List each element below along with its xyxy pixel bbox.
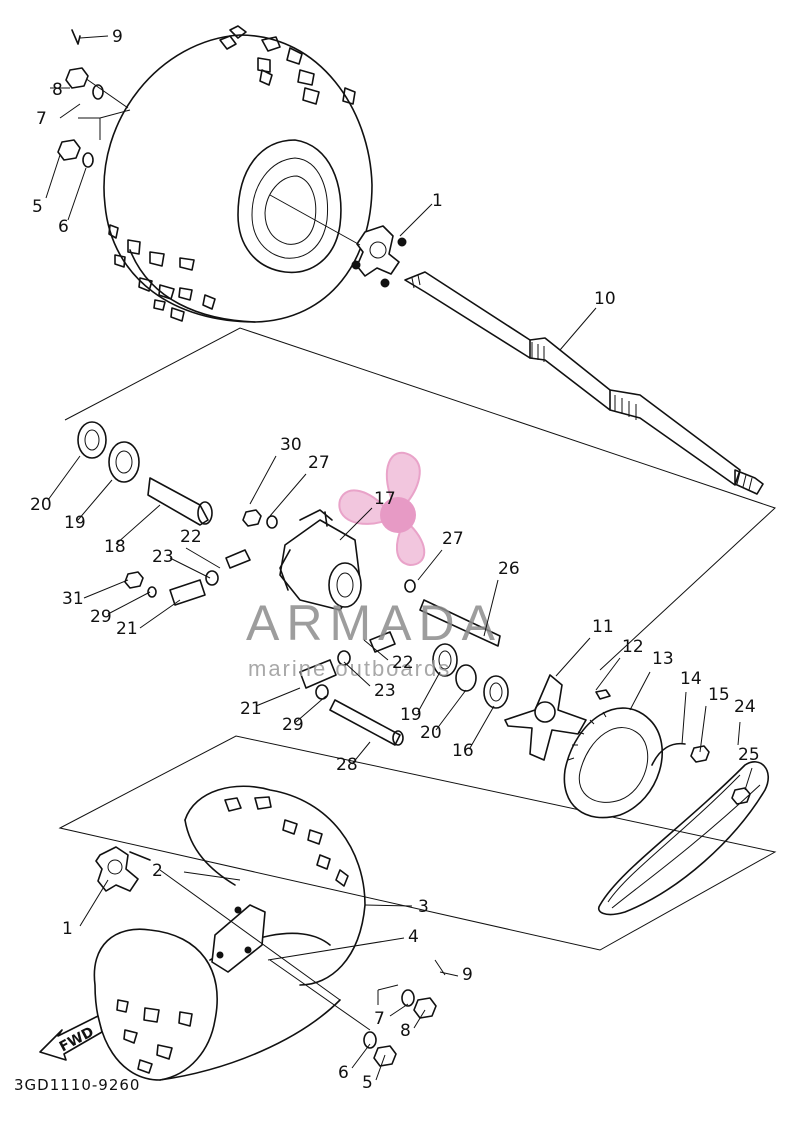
callout-leaders [45, 35, 753, 1081]
leader-lines [75, 77, 361, 246]
callout-1-bottom: 1 [62, 919, 73, 939]
callout-6-top: 6 [58, 217, 69, 237]
assembly-boundary [64, 327, 776, 671]
watermark-brand: ARMADA [246, 595, 502, 651]
callout-23-lower: 23 [374, 681, 396, 701]
callout-17: 17 [374, 489, 396, 509]
drawing-code: 3GD1110-9260 [14, 1076, 140, 1094]
callout-7-bottom: 7 [374, 1009, 385, 1029]
sprocket-assembly [504, 674, 770, 916]
callout-19-left: 19 [64, 513, 86, 533]
callout-16: 16 [452, 741, 474, 761]
callout-12: 12 [622, 637, 644, 657]
callout-8-top: 8 [52, 80, 63, 100]
callout-20-lower: 20 [420, 723, 442, 743]
callout-14: 14 [680, 669, 702, 689]
callout-27-lower: 27 [442, 529, 464, 549]
callout-23-upper: 23 [152, 547, 174, 567]
upper-wheel-hub [351, 225, 407, 288]
callout-21-lower: 21 [240, 699, 262, 719]
leader-lines-lower [159, 869, 446, 1031]
callout-19-lower: 19 [400, 705, 422, 725]
watermark-subtitle: marine outboards [248, 656, 451, 681]
callout-4: 4 [408, 927, 419, 947]
bearing-housing [77, 421, 509, 746]
callout-13: 13 [652, 649, 674, 669]
callout-20-left: 20 [30, 495, 52, 515]
callout-5-top: 5 [32, 197, 43, 217]
armada-logo-icon [338, 451, 426, 567]
callout-24: 24 [734, 697, 756, 717]
upper-wheel-nuts [57, 29, 104, 168]
callout-10: 10 [594, 289, 616, 309]
callout-9-top: 9 [112, 27, 123, 47]
callout-27-upper: 27 [308, 453, 330, 473]
callout-1-top: 1 [432, 191, 443, 211]
rear-axle [404, 271, 764, 495]
part-callouts: 9 8 7 5 6 1 10 30 27 17 27 20 19 18 22 2… [30, 27, 760, 1093]
fwd-arrow-icon [39, 1015, 103, 1061]
lower-wheel-tire [93, 785, 366, 1081]
callout-5-bottom: 5 [362, 1073, 373, 1093]
callout-9-bottom: 9 [462, 965, 473, 985]
callout-22-upper: 22 [180, 527, 202, 547]
callout-15: 15 [708, 685, 730, 705]
callout-26: 26 [498, 559, 520, 579]
upper-wheel-tire [103, 25, 373, 323]
callout-6-bottom: 6 [338, 1063, 349, 1083]
callout-31: 31 [62, 589, 84, 609]
callout-30: 30 [280, 435, 302, 455]
callout-21-left: 21 [116, 619, 138, 639]
callout-29-left: 29 [90, 607, 112, 627]
callout-8-bottom: 8 [400, 1021, 411, 1041]
lower-wheel-hub [95, 846, 151, 892]
callout-18: 18 [104, 537, 126, 557]
callout-28: 28 [336, 755, 358, 775]
callout-3: 3 [418, 897, 429, 917]
callout-11: 11 [592, 617, 614, 637]
callout-22-lower: 22 [392, 653, 414, 673]
callout-25: 25 [738, 745, 760, 765]
callout-2: 2 [152, 861, 163, 881]
callout-7-top: 7 [36, 109, 47, 129]
